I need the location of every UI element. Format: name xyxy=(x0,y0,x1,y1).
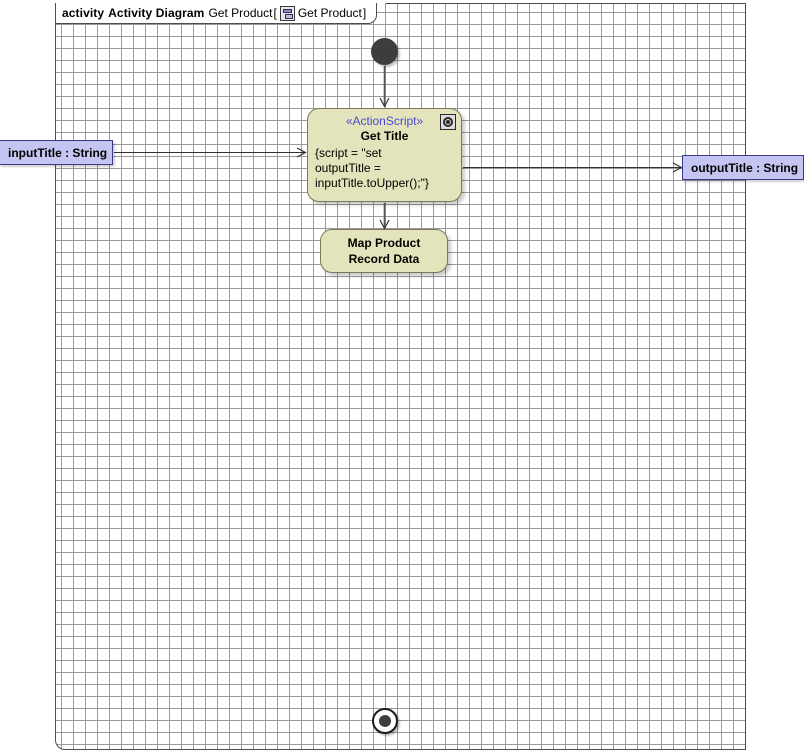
script-behavior-icon[interactable] xyxy=(440,114,456,130)
frame-bracket-open: [ xyxy=(273,6,277,20)
action-title: Map Product Record Data xyxy=(347,236,421,266)
initial-node[interactable] xyxy=(371,38,398,65)
action-node-map-product-record-data[interactable]: Map Product Record Data xyxy=(320,229,448,273)
activity-final-node[interactable] xyxy=(372,708,398,734)
activity-final-node-core xyxy=(379,715,391,727)
activity-behavior-icon xyxy=(279,5,295,21)
frame-bracket-close: ] xyxy=(362,6,367,20)
frame-top-border-right xyxy=(386,3,746,4)
action-title: Get Title xyxy=(360,129,409,143)
activity-parameter-node-input[interactable]: inputTitle : String xyxy=(0,140,113,165)
action-node-get-title[interactable]: «ActionScript» Get Title {script = "set … xyxy=(307,108,462,202)
diagram-frame-header[interactable]: activity Activity Diagram Get Product [ … xyxy=(56,3,378,24)
activity-parameter-node-output[interactable]: outputTitle : String xyxy=(682,155,804,180)
frame-keyword: activity xyxy=(62,6,105,20)
frame-behavior-name: Get Product xyxy=(297,6,362,20)
frame-diagram-type: Activity Diagram xyxy=(108,6,205,20)
action-stereotype: «ActionScript» xyxy=(345,114,424,128)
parameter-label: inputTitle : String xyxy=(8,145,108,160)
parameter-label: outputTitle : String xyxy=(691,160,799,175)
action-script-body: {script = "set outputTitle = inputTitle.… xyxy=(315,146,429,190)
frame-diagram-name: Get Product xyxy=(208,6,273,20)
